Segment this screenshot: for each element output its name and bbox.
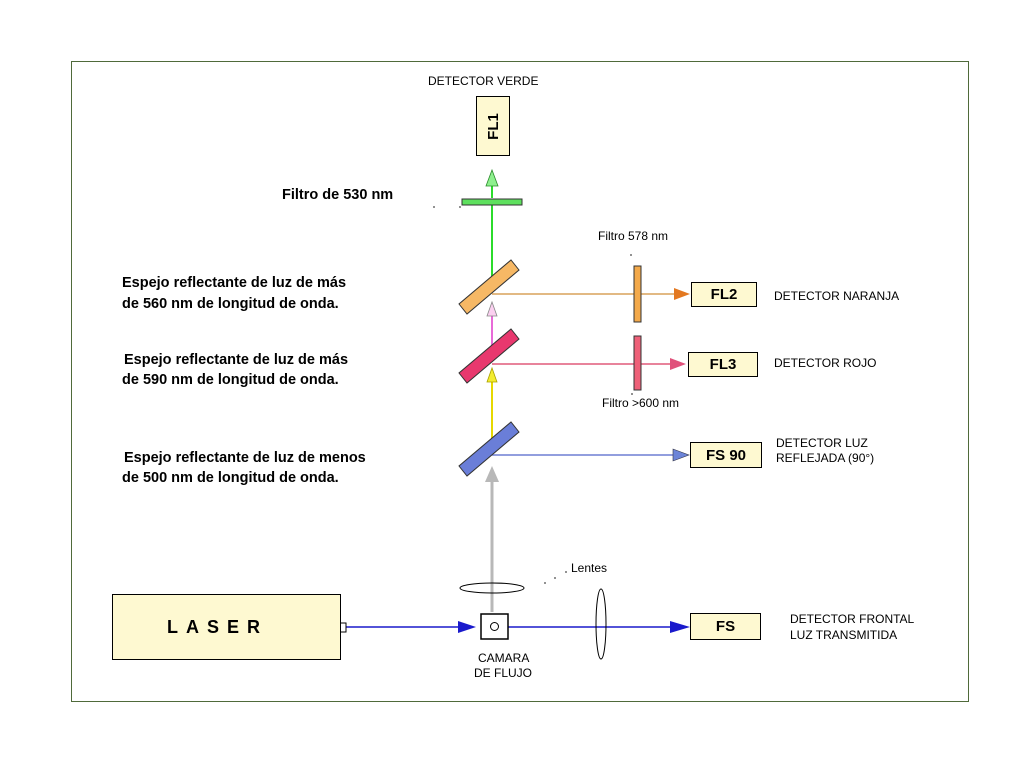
detector-fs-box: FS	[690, 613, 761, 640]
fl3-label: FL3	[709, 356, 737, 373]
frontal-line1: DETECTOR FRONTAL	[790, 612, 915, 626]
filtro-600-label: Filtro >600 nm	[602, 396, 680, 410]
detector-fl3-box: FL3	[688, 352, 758, 377]
fs90-label: FS 90	[705, 446, 747, 464]
detector-luz-line1: DETECTOR LUZ	[776, 436, 868, 450]
detector-rojo-label: DETECTOR ROJO	[774, 356, 877, 370]
espejo-500-line1: Espejo reflectante de luz de menos	[124, 450, 366, 466]
arrow-grey	[485, 466, 499, 482]
detector-fl1-box: FL1	[476, 96, 510, 156]
lentes-label: Lentes	[571, 561, 608, 575]
flow-chamber-cell	[490, 622, 499, 631]
arrow-yellow	[486, 366, 498, 383]
arrow-green	[485, 168, 499, 187]
camara-line1: CAMARA	[478, 651, 530, 665]
mirror-590	[458, 328, 520, 384]
filtro-578-label: Filtro 578 nm	[598, 229, 669, 243]
frontal-line2: LUZ TRANSMITIDA	[790, 628, 898, 642]
flow-chamber	[480, 613, 509, 640]
espejo-500-line2: de 500 nm de longitud de onda.	[122, 470, 339, 486]
diagram-frame	[71, 61, 969, 702]
lens-vertical	[595, 588, 607, 660]
filter-600	[633, 335, 642, 391]
fl2-label: FL2	[710, 286, 738, 303]
detector-fl2-box: FL2	[691, 282, 757, 307]
mirror-500	[458, 421, 520, 477]
arrow-orange	[674, 288, 690, 300]
mirror-560	[458, 259, 520, 315]
espejo-590-line2: de 590 nm de longitud de onda.	[122, 372, 339, 388]
fl1-label: FL1	[484, 112, 502, 140]
laser-box: LASER	[112, 594, 341, 660]
detector-naranja-label: DETECTOR NARANJA	[774, 289, 900, 303]
espejo-590-line1: Espejo reflectante de luz de más	[124, 352, 349, 368]
detector-verde-label: DETECTOR VERDE	[428, 74, 539, 88]
camara-line2: DE FLUJO	[474, 666, 533, 680]
arrow-red	[670, 358, 686, 370]
arrow-blue-side	[672, 448, 690, 462]
detector-fs90-box: FS 90	[690, 442, 762, 468]
espejo-560-line2: de 560 nm de longitud de onda.	[122, 296, 339, 312]
filter-578	[633, 265, 642, 323]
arrow-forward	[670, 621, 690, 633]
laser-label: LASER	[167, 616, 269, 637]
arrow-laser	[458, 621, 476, 633]
lens-horizontal	[459, 582, 525, 594]
espejo-560-line1: Espejo reflectante de luz de más	[122, 275, 347, 291]
filter-530	[461, 198, 523, 206]
fs-label: FS	[715, 618, 736, 635]
arrow-pink	[486, 300, 498, 317]
filtro-530-label: Filtro de 530 nm	[282, 187, 394, 203]
detector-luz-line2: REFLEJADA (90°)	[776, 451, 875, 465]
